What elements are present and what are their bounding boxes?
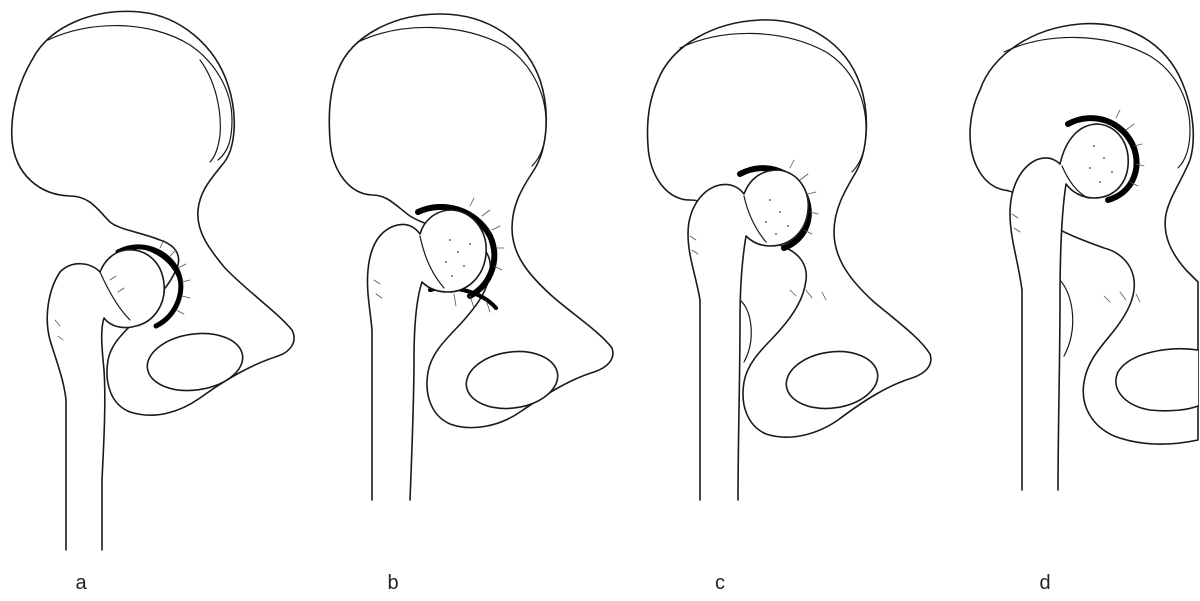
- panel-label-a: a: [66, 572, 96, 595]
- panel-d-drawing: [970, 24, 1198, 490]
- panel-c-drawing: [647, 20, 930, 500]
- panel-a-drawing: [12, 11, 294, 550]
- panel-b-drawing: [329, 14, 613, 500]
- panel-label-d: d: [1030, 572, 1060, 595]
- panel-label-b: b: [378, 572, 408, 595]
- panel-label-c: c: [705, 572, 735, 595]
